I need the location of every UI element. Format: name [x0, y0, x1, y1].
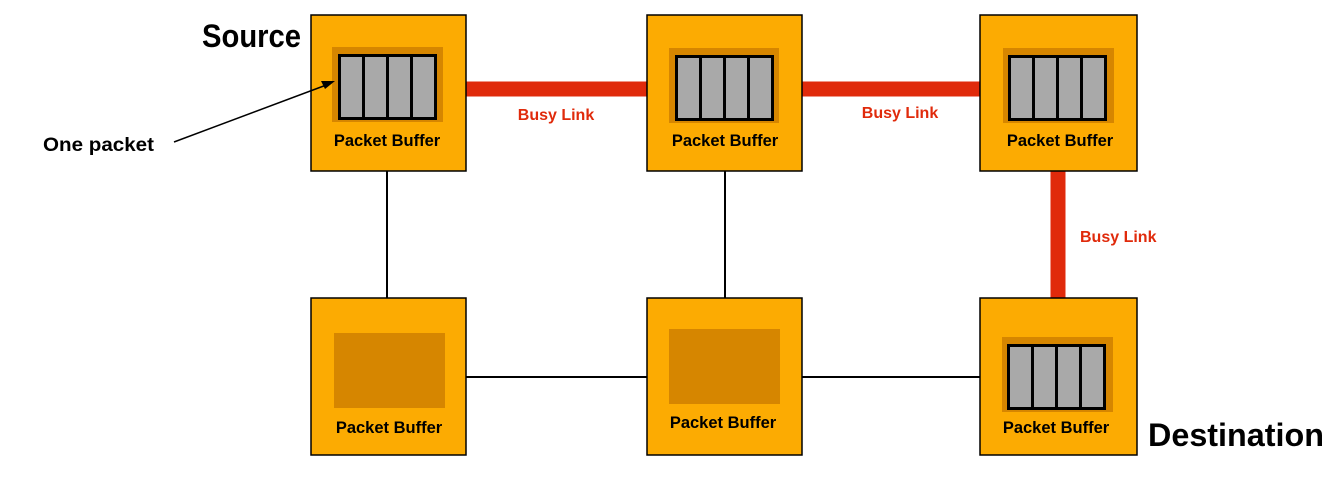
flit [1010, 347, 1031, 407]
flit [389, 57, 410, 117]
packet-buffer-label: Packet Buffer [334, 132, 441, 150]
one-packet-pointer [173, 83, 330, 143]
flit [702, 58, 723, 118]
flit [365, 57, 386, 117]
flit [1035, 58, 1056, 118]
flit [678, 58, 699, 118]
flit [1059, 58, 1080, 118]
packet [675, 55, 774, 121]
busy-link-label: Busy Link [1080, 229, 1157, 246]
packet [1007, 344, 1106, 410]
packet-buffer-label: Packet Buffer [1003, 419, 1110, 437]
router-top-right: Packet Buffer [979, 14, 1138, 172]
links [386, 81, 1066, 378]
destination-label: Destination [1148, 417, 1324, 453]
router-top-mid: Packet Buffer [646, 14, 803, 172]
busy-link-label: Busy Link [518, 107, 595, 124]
flit [1082, 347, 1103, 407]
buffer-well [334, 333, 445, 408]
one-packet-label: One packet [43, 135, 155, 156]
packet-buffer-label: Packet Buffer [1007, 132, 1114, 150]
busy-link-label: Busy Link [862, 105, 939, 122]
packet-buffer-label: Packet Buffer [672, 132, 779, 150]
flit [726, 58, 747, 118]
flit [1058, 347, 1079, 407]
router-top-left: Packet Buffer [310, 14, 467, 172]
flit [1083, 58, 1104, 118]
flit [1034, 347, 1055, 407]
router-bottom-right: Packet Buffer [979, 297, 1138, 456]
arrow-head-icon [321, 81, 335, 89]
buffer-well [669, 329, 780, 404]
flit [341, 57, 362, 117]
packet-buffer-label: Packet Buffer [336, 419, 443, 437]
flit [750, 58, 771, 118]
router-bottom-left: Packet Buffer [310, 297, 467, 456]
flit [1011, 58, 1032, 118]
packet [1008, 55, 1107, 121]
flit [413, 57, 434, 117]
packet [338, 54, 437, 120]
router-bottom-mid: Packet Buffer [646, 297, 803, 456]
packet-buffer-label: Packet Buffer [670, 414, 777, 432]
source-label: Source [202, 18, 301, 54]
